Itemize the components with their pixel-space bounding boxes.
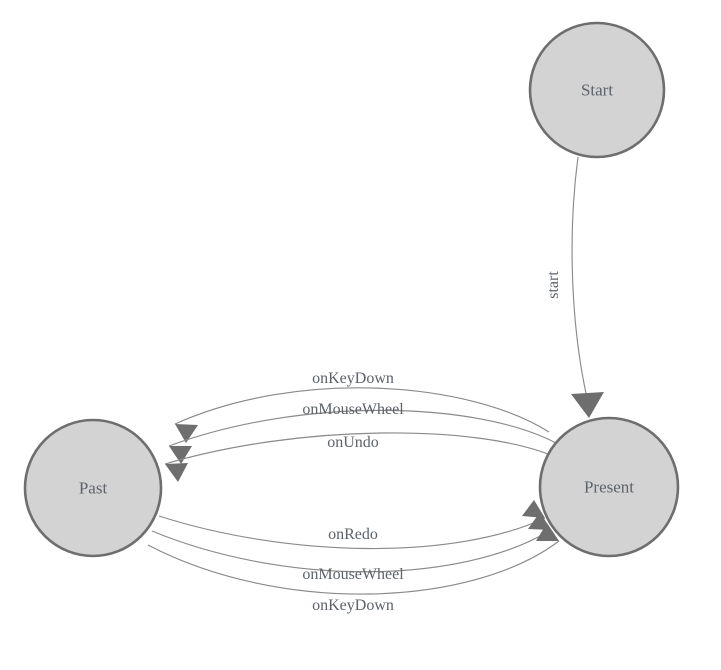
node-present-label: Present [584,478,634,497]
edge-path-onkeydown-undo [174,387,550,433]
edge-path-onredo [158,515,546,550]
arrowhead-onmousewheel-redo [528,512,551,530]
edge-label-onmousewheel-undo: onMouseWheel [302,401,404,418]
node-start-label: Start [581,81,613,100]
arrowhead-onmousewheel-undo [169,446,192,464]
edge-label-onredo: onRedo [328,526,378,543]
node-present[interactable]: Present [538,416,680,558]
node-start[interactable]: Start [528,21,666,159]
edge-path-start [571,156,588,399]
edge-path-onundo [164,432,554,465]
edge-label-start: start [545,271,562,299]
arrowhead-onkeydown-undo [175,424,198,443]
edge-group-present-to-past [164,387,557,482]
edge-label-onundo: onUndo [327,434,379,451]
arrowhead-onkeydown-redo [536,523,559,541]
node-past-label: Past [79,479,108,498]
node-start-circle[interactable] [528,21,666,159]
edge-label-onkeydown-redo: onKeyDown [312,597,394,614]
node-past[interactable]: Past [23,418,163,558]
node-past-circle[interactable] [23,418,163,558]
node-present-circle[interactable] [538,416,680,558]
arrowhead-start [571,392,604,418]
edge-group-start-to-present [571,156,604,418]
edge-label-onmousewheel-redo: onMouseWheel [302,566,404,583]
edge-label-onkeydown-undo: onKeyDown [312,370,394,387]
arrowhead-onundo [165,463,188,482]
edge-path-onkeydown-redo [147,540,560,595]
edge-path-onmousewheel-redo [151,529,552,573]
edge-path-onmousewheel-undo [168,409,557,447]
edge-group-past-to-present [147,500,560,595]
